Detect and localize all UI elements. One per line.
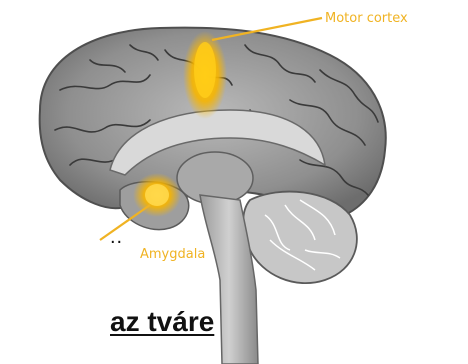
cerebellum xyxy=(243,192,357,284)
motor-cortex-label: Motor cortex xyxy=(325,11,408,26)
ellipsis-text: .. xyxy=(110,226,123,249)
amygdala-label: Amygdala xyxy=(140,247,205,262)
caption-text: az tváre xyxy=(110,306,214,338)
